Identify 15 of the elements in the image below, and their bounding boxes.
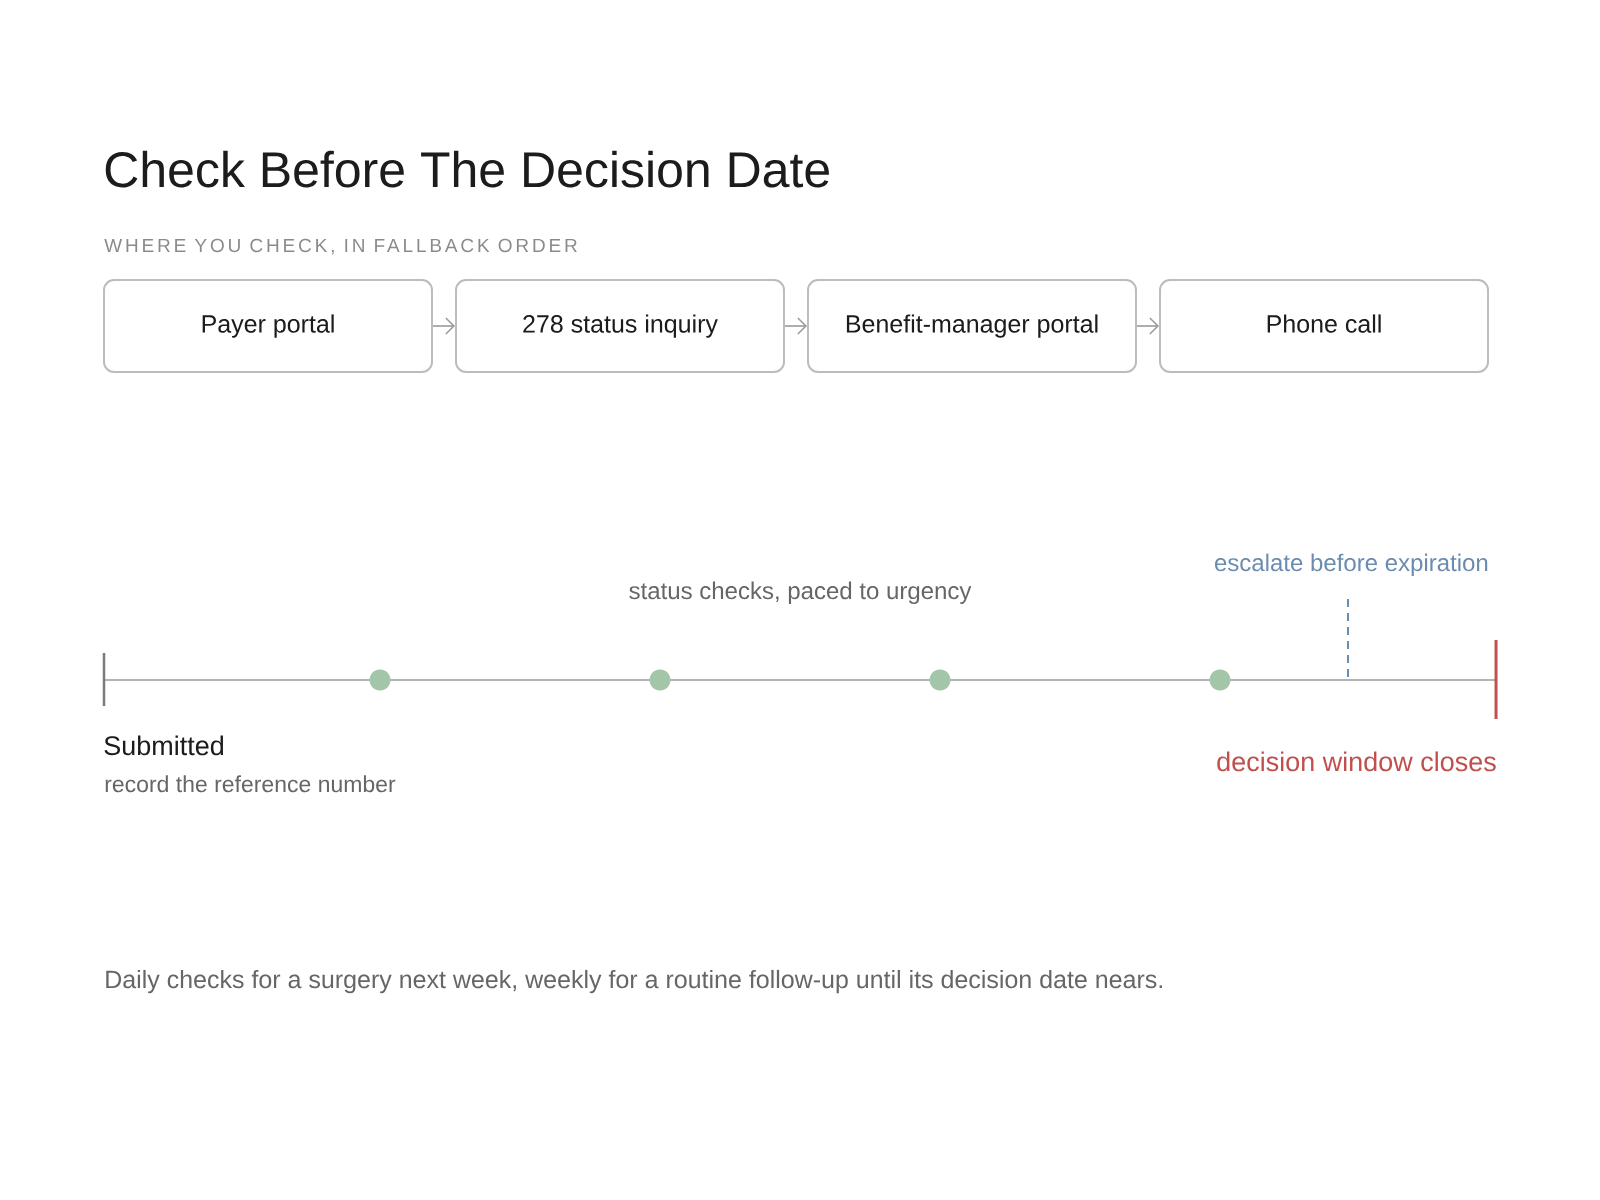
step-box: Benefit-manager portal (807, 279, 1137, 373)
deadline-label: decision window closes (1217, 751, 1496, 772)
annotation: escalate before expiration (1215, 553, 1488, 576)
step-box: 278 status inquiry (455, 279, 785, 373)
caption: Daily checks for a surgery next week, weekly for a routine follow-up until its decision date nears. (106, 969, 1162, 994)
annotation: status checks, paced to urgency (629, 581, 972, 604)
arrow (784, 317, 807, 335)
arrow (432, 317, 455, 335)
section-heading: WHERE YOU CHECK, IN FALLBACK ORDER (104, 238, 577, 255)
arrow (1136, 317, 1159, 335)
step-box: Phone call (1159, 279, 1489, 373)
step-box: Payer portal (103, 279, 433, 373)
title: Check Before The Decision Date (105, 150, 829, 188)
milestone-note: record the reference number (105, 775, 396, 793)
milestone-label: Submitted (104, 735, 224, 756)
